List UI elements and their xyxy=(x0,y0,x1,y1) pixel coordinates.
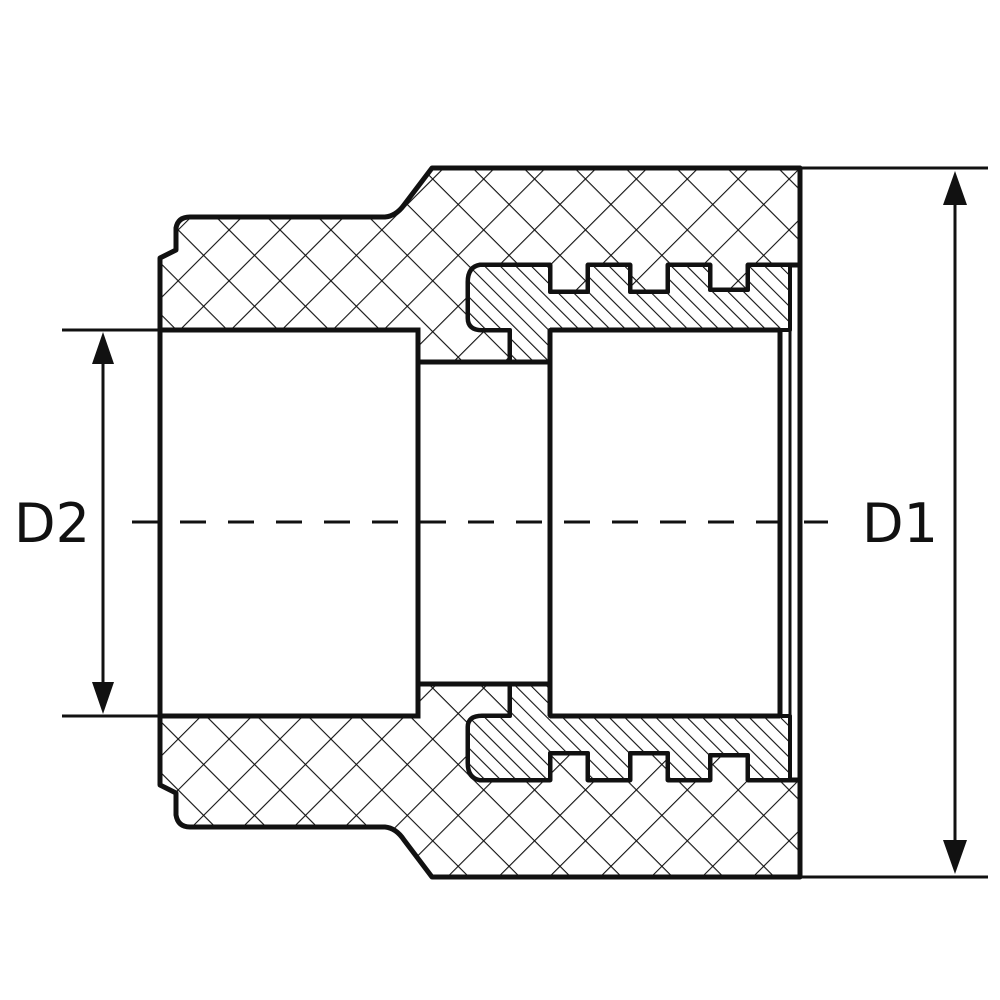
d1-label: D1 xyxy=(862,492,938,555)
d2-dimension xyxy=(62,328,160,718)
bore-outline xyxy=(157,265,803,780)
d2-label: D2 xyxy=(14,492,90,555)
d1-dimension xyxy=(800,166,988,879)
